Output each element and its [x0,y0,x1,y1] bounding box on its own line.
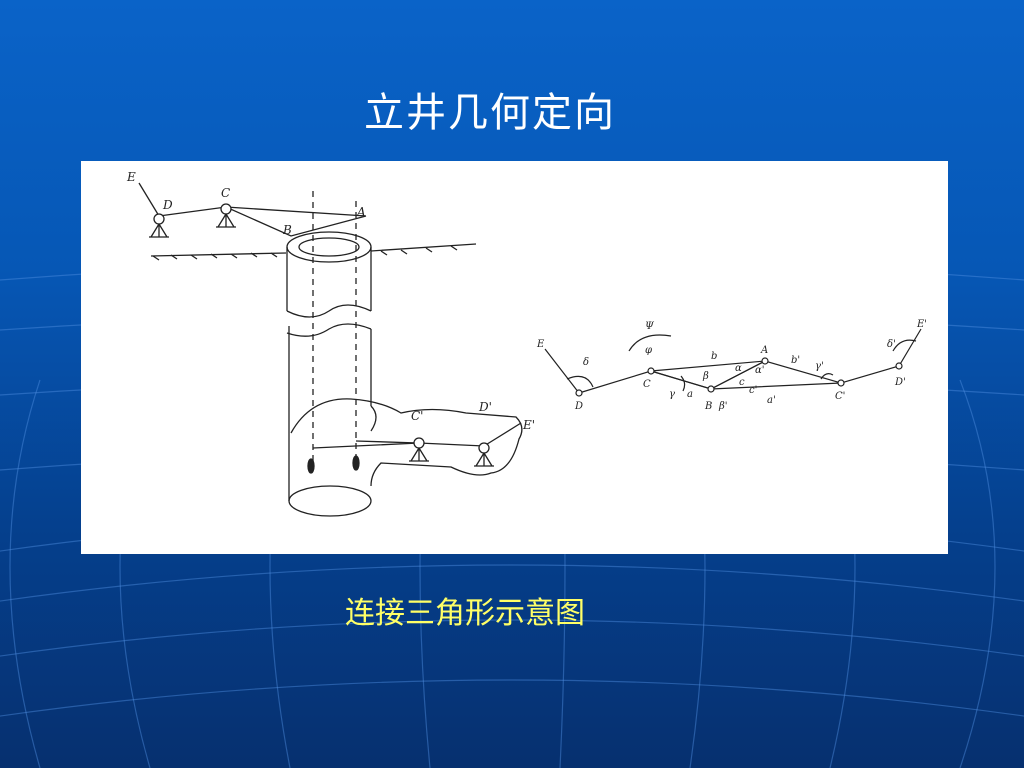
shaft-orientation-diagram: E D C B A C' D' E' E D δ Ψ φ C γ a b [126,170,927,517]
r-label-b: b [711,351,717,362]
diagram-panel: E D C B A C' D' E' E D δ Ψ φ C γ a b [81,161,948,554]
label-D-prime: D' [478,400,492,414]
r-label-a-prime: a' [767,395,776,406]
r-label-a: a [687,389,693,400]
r-label-alpha: α [735,363,742,374]
r-label-psi: Ψ [645,321,655,332]
r-label-C: C [643,379,651,390]
label-B: B [282,223,292,237]
label-C-prime: C' [411,409,423,423]
slide-title: 立井几何定向 [364,90,616,136]
r-label-c-prime: c' [749,385,757,396]
label-C: C [221,186,230,200]
r-label-b-prime: b' [791,355,800,366]
label-E: E [126,170,136,184]
r-label-delta-prime: δ' [887,339,896,350]
r-label-D-prime: D' [894,377,906,388]
r-label-gamma-prime: γ' [815,361,824,372]
r-label-beta-prime: β' [718,401,728,412]
r-label-E-prime: E' [916,319,927,330]
r-label-A: A [760,345,768,356]
r-label-c: c [739,377,745,388]
r-label-C-prime: C' [835,391,845,402]
label-E-prime: E' [522,418,535,432]
label-D: D [162,198,173,212]
r-label-alpha-prime: α' [755,365,765,376]
diagram-caption: 连接三角形示意图 [345,596,585,631]
r-label-B: B [704,401,712,412]
label-A: A [356,205,366,219]
r-label-E: E [536,339,545,350]
r-label-phi: φ [645,345,652,356]
r-label-gamma: γ [669,389,675,400]
r-label-D: D [574,401,583,412]
r-label-delta: δ [583,357,589,368]
r-label-beta: β [702,371,709,382]
